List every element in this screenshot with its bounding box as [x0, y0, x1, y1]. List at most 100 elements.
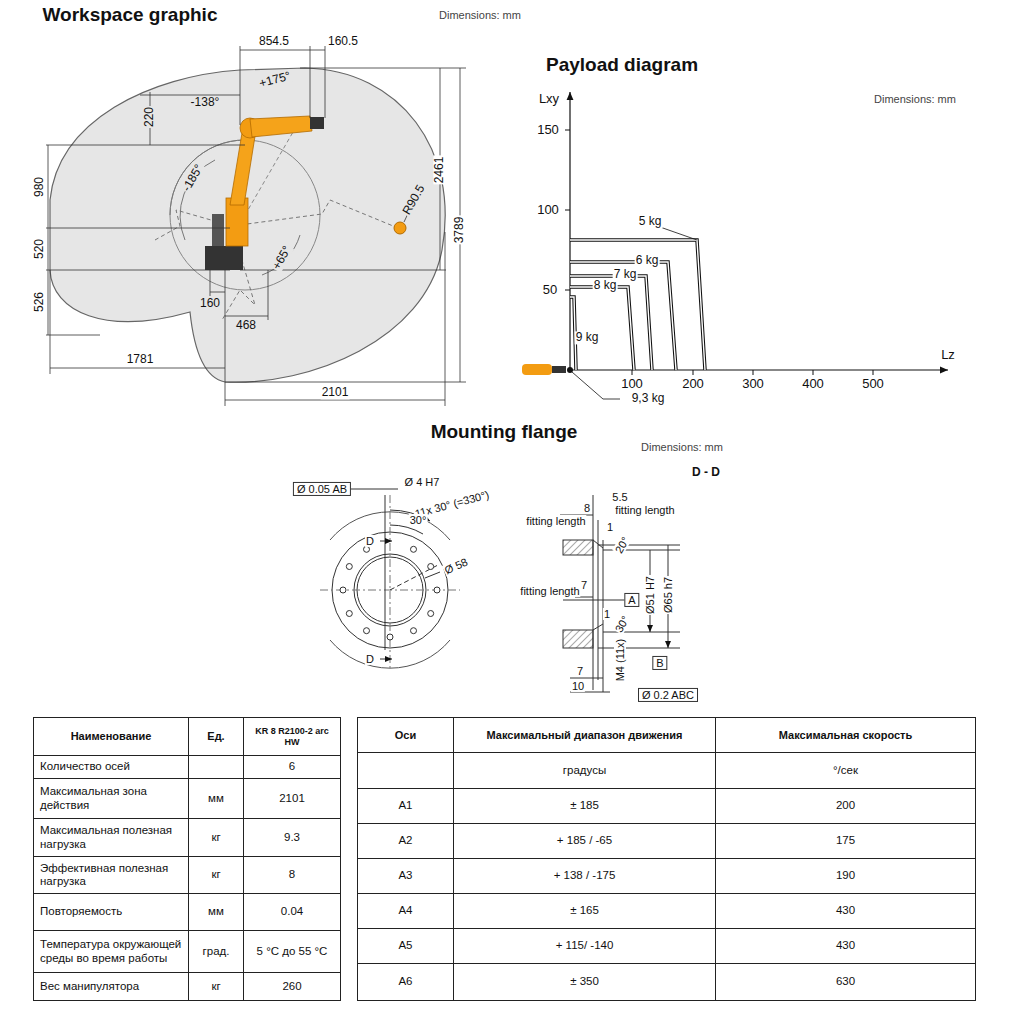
cell-text: град.: [203, 945, 230, 958]
table-header-cell: Оси: [357, 717, 454, 753]
table-cell: [357, 752, 454, 789]
section-title: Payload diagram: [545, 55, 699, 76]
dimension-label: 150: [536, 123, 560, 137]
table-header-cell: Максимальная скорость: [715, 717, 976, 753]
dimension-label: 5.5: [611, 491, 628, 503]
table-cell: Максимальная полезная нагрузка: [33, 818, 189, 857]
dimension-label: Dimensions: mm: [438, 9, 522, 21]
dimension-label: 30°: [409, 514, 428, 526]
robot-figure: [205, 116, 406, 270]
dimension-label: 9,3 kg: [631, 392, 666, 405]
cell-text: A5: [398, 939, 412, 952]
cell-text: 8: [289, 868, 295, 881]
dimension-label: 8 kg: [593, 279, 618, 292]
cell-text: градусы: [563, 764, 606, 777]
workspace-envelope: [50, 68, 445, 382]
dimension-label: Ø 0.2 ABC: [638, 688, 698, 702]
table-header-cell: Максимальный диапазон движения: [453, 717, 716, 753]
dimension-label: Ø51 H7: [644, 575, 656, 615]
cell-text: A1: [398, 799, 412, 812]
bolt-hole: [387, 634, 393, 640]
table-cell: Количество осей: [33, 755, 189, 779]
dimension-label: fitting length: [519, 585, 580, 597]
dimension-label: Ø65 h7: [662, 576, 674, 614]
dimension-label: -138°: [190, 96, 221, 109]
cell-text: 2101: [279, 792, 305, 805]
table-cell: ± 350: [453, 963, 716, 1001]
dimension-label: fitting length: [614, 504, 675, 516]
dimension-label: Dimensions: mm: [640, 441, 724, 453]
dimension-label: 7: [576, 665, 584, 677]
bolt-hole: [411, 546, 417, 552]
dimension-label: 400: [801, 377, 825, 391]
cell-text: кг: [211, 868, 220, 881]
table-cell: + 115/ -140: [453, 928, 716, 964]
dimension-label: 468: [235, 319, 257, 332]
dimension-label: 2101: [321, 386, 350, 399]
dimension-label: 1: [606, 521, 614, 533]
bolt-hole: [340, 587, 346, 593]
header-text: Наименование: [71, 730, 152, 743]
cell-text: ± 165: [570, 904, 599, 917]
table-cell: 9.3: [243, 818, 341, 857]
table-cell: + 185 / -65: [453, 823, 716, 859]
table-cell: + 138 / -175: [453, 858, 716, 894]
bolt-hole: [411, 628, 417, 634]
cell-text: кг: [211, 980, 220, 993]
table-cell: [188, 755, 244, 779]
table-cell: мм: [188, 893, 244, 931]
section-title: D - D: [691, 466, 721, 479]
dimension-label: 980: [33, 176, 46, 198]
dimension-label: 5 kg: [638, 215, 663, 228]
dimension-label: Lxy: [538, 92, 560, 106]
cell-text: Эффективная полезная нагрузка: [40, 862, 182, 888]
cell-text: Максимальная полезная нагрузка: [40, 824, 182, 850]
table-cell: 6: [243, 755, 341, 779]
table-cell: A5: [357, 928, 454, 964]
table-cell: 8: [243, 856, 341, 894]
cell-text: 175: [836, 834, 855, 847]
table-cell: градусы: [453, 752, 716, 789]
table-cell: ± 185: [453, 788, 716, 824]
header-text: Максимальная скорость: [779, 729, 913, 742]
dimension-label: Ø 58: [442, 555, 471, 577]
table-cell: A3: [357, 858, 454, 894]
dimension-label: 1: [603, 608, 611, 620]
table-cell: 0.04: [243, 893, 341, 931]
table-cell: 2101: [243, 778, 341, 819]
cell-text: Температура окружающей среды во время ра…: [40, 938, 182, 964]
dimension-label: 2461: [433, 156, 446, 185]
dimension-label: 100: [536, 203, 560, 217]
table-cell: A4: [357, 893, 454, 929]
cell-text: кг: [211, 831, 220, 844]
cell-text: A6: [398, 975, 412, 988]
dimension-label: 854.5: [258, 35, 290, 48]
header-text: Ед.: [207, 730, 224, 743]
table-cell: Эффективная полезная нагрузка: [33, 856, 189, 894]
bolt-hole: [428, 564, 434, 570]
cell-text: + 185 / -65: [557, 834, 612, 847]
cell-text: 260: [282, 980, 301, 993]
table-cell: °/сек: [715, 752, 976, 789]
flange-front-view: [320, 489, 460, 670]
cell-text: 200: [836, 799, 855, 812]
cell-text: 430: [836, 939, 855, 952]
table-cell: мм: [188, 778, 244, 819]
dimension-label: 8: [583, 502, 591, 514]
cell-text: Повторяемость: [40, 905, 122, 918]
table-cell: 260: [243, 972, 341, 1001]
bolt-hole: [346, 611, 352, 617]
cell-text: мм: [208, 905, 224, 918]
dimension-label: 20°: [612, 534, 632, 556]
dimension-label: 100: [620, 377, 644, 391]
bolt-hole: [364, 628, 370, 634]
cell-text: + 115/ -140: [556, 939, 614, 952]
dimension-label: 520: [33, 238, 46, 260]
table-cell: 430: [715, 893, 976, 929]
cell-text: A2: [398, 834, 412, 847]
dimension-label: 3789: [453, 216, 466, 245]
dimension-label: B: [652, 656, 667, 670]
table-header-cell: Ед.: [188, 717, 244, 756]
dimension-label: 160: [199, 297, 221, 310]
dimension-label: 10: [571, 680, 585, 692]
